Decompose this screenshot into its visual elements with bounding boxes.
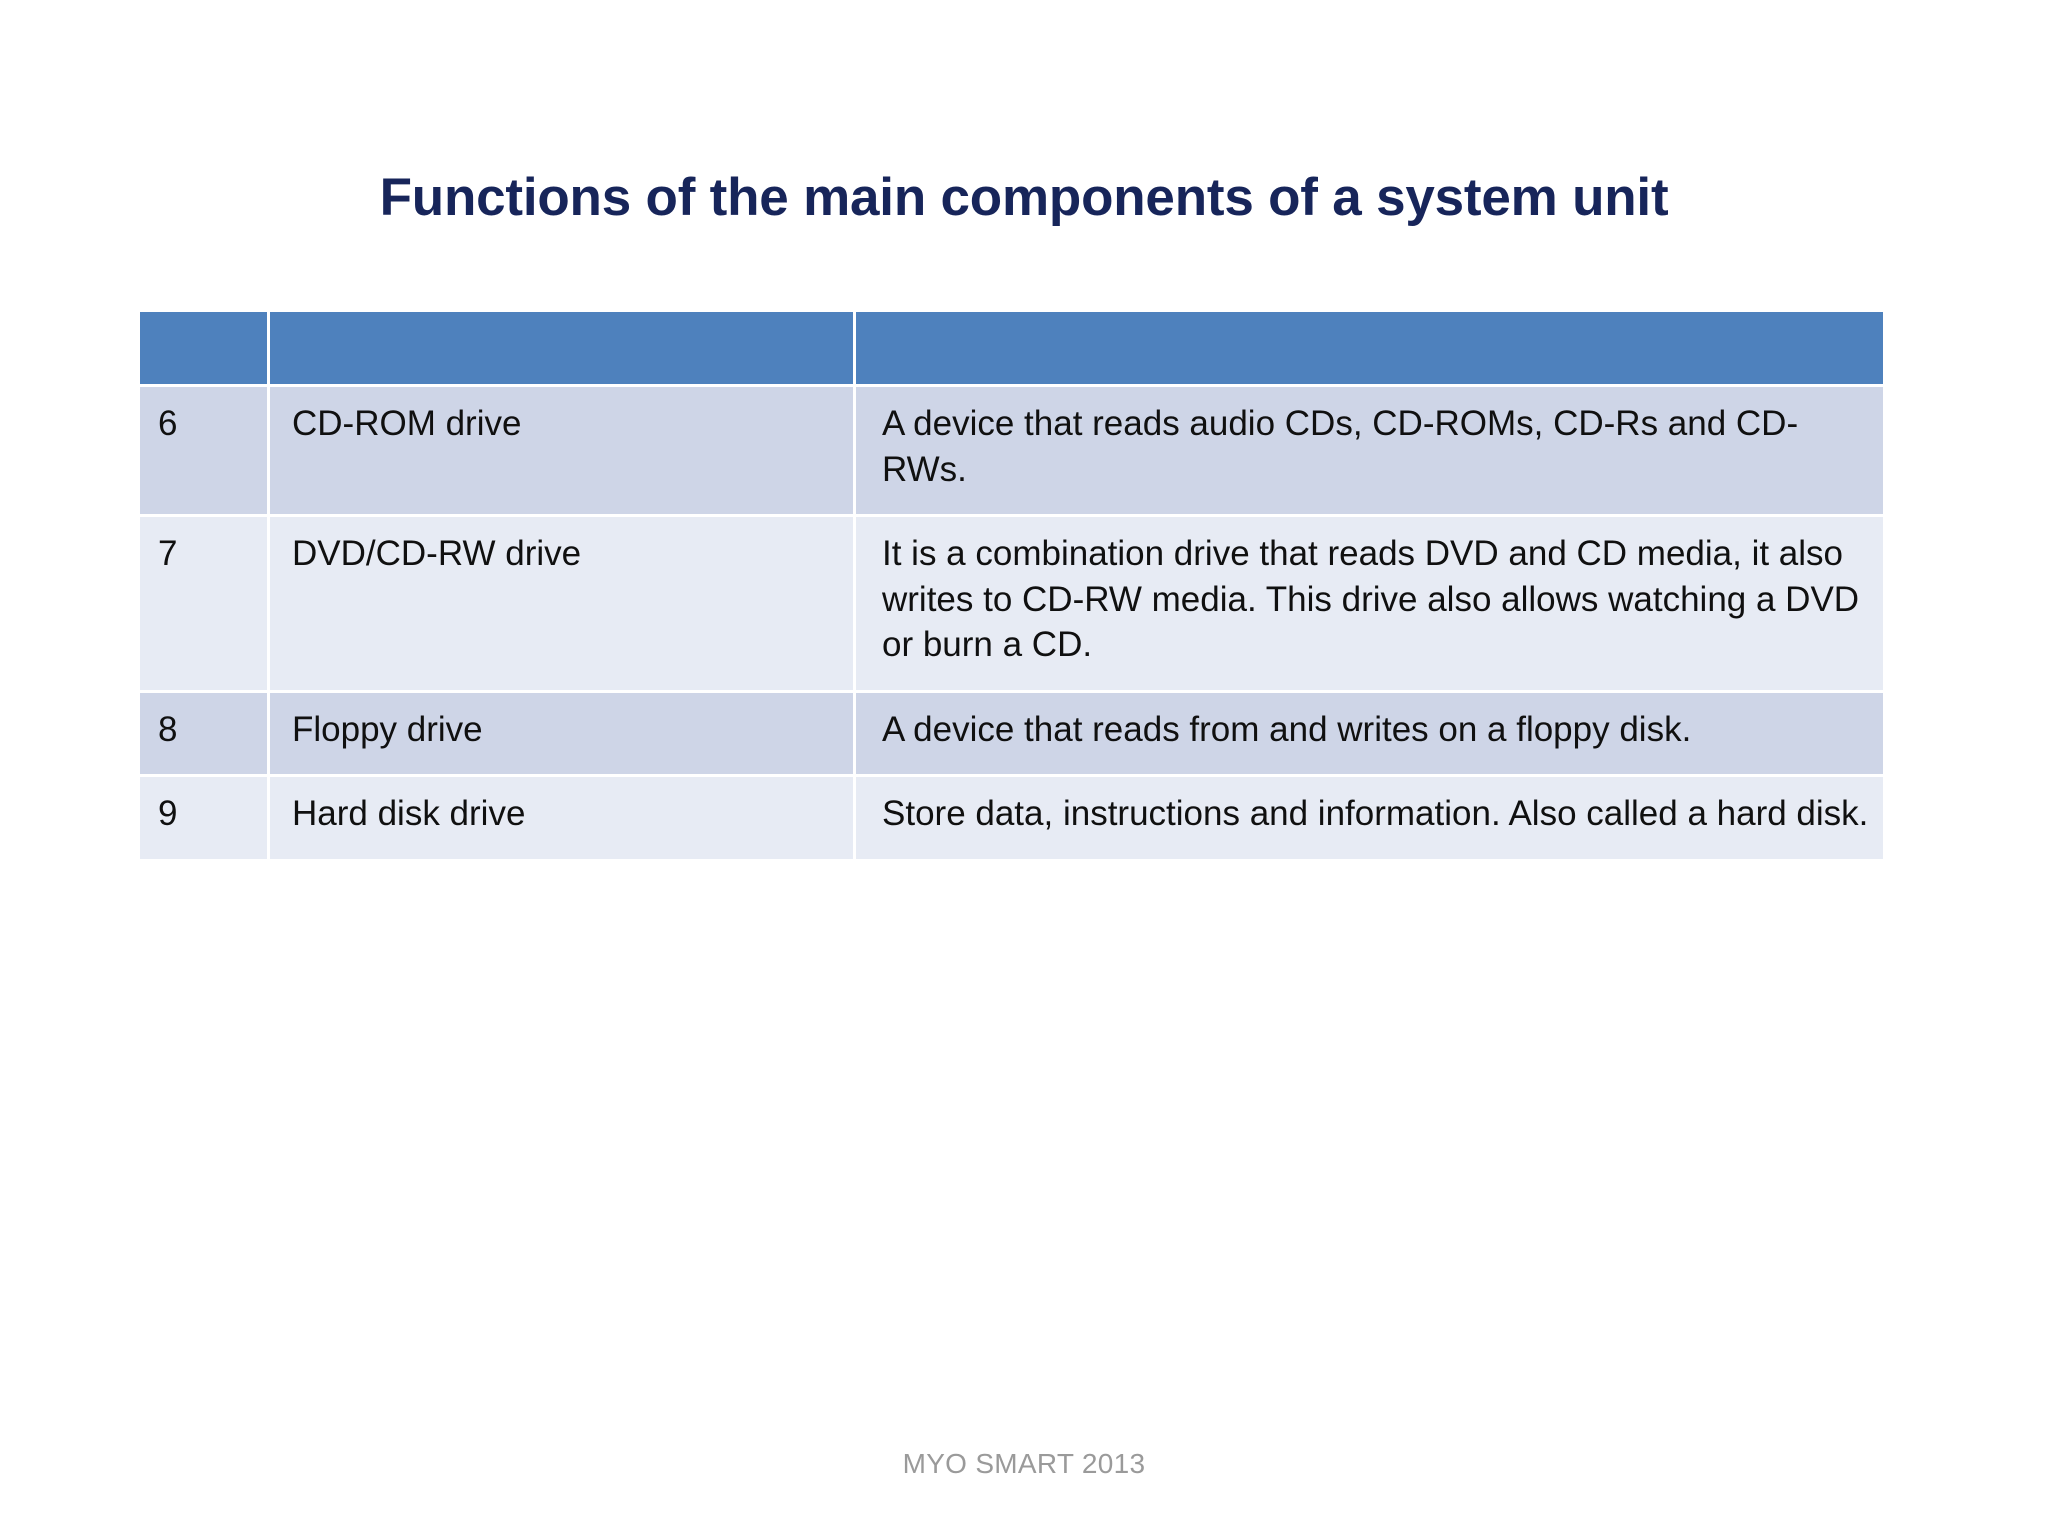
column-header-component	[270, 312, 853, 384]
table-row: 8 Floppy drive A device that reads from …	[140, 692, 1883, 774]
components-table: 6 CD-ROM drive A device that reads audio…	[137, 309, 1886, 862]
column-header-function	[856, 312, 1883, 384]
slide-footer: MYO SMART 2013	[902, 1448, 1146, 1479]
cell-number: 8	[140, 692, 267, 774]
cell-component: Hard disk drive	[270, 777, 853, 859]
table-row: 9 Hard disk drive Store data, instructio…	[140, 777, 1883, 859]
components-table-container: 6 CD-ROM drive A device that reads audio…	[140, 312, 1883, 859]
cell-number: 9	[140, 777, 267, 859]
table-row: 6 CD-ROM drive A device that reads audio…	[140, 387, 1883, 514]
cell-component: Floppy drive	[270, 692, 853, 774]
table-body: 6 CD-ROM drive A device that reads audio…	[140, 387, 1883, 859]
table-header	[140, 312, 1883, 384]
table-row: 7 DVD/CD-RW drive It is a combination dr…	[140, 517, 1883, 690]
cell-description: It is a combination drive that reads DVD…	[856, 517, 1883, 690]
cell-description: A device that reads audio CDs, CD-ROMs, …	[856, 387, 1883, 514]
page-title: Functions of the main components of a sy…	[379, 168, 1669, 227]
column-header-number	[140, 312, 267, 384]
cell-number: 6	[140, 387, 267, 514]
cell-component: DVD/CD-RW drive	[270, 517, 853, 690]
cell-description: A device that reads from and writes on a…	[856, 692, 1883, 774]
cell-description: Store data, instructions and information…	[856, 777, 1883, 859]
cell-number: 7	[140, 517, 267, 690]
cell-component: CD-ROM drive	[270, 387, 853, 514]
table-header-row	[140, 312, 1883, 384]
